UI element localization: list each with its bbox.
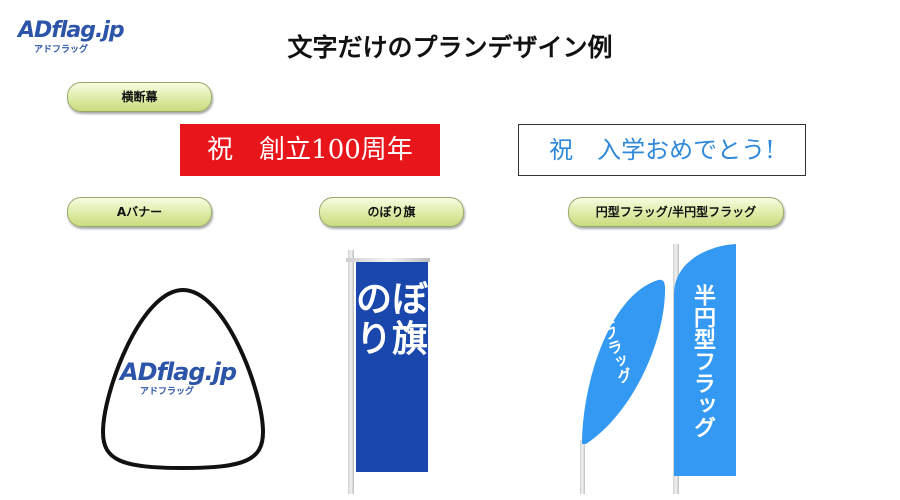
white-horizontal-banner: 祝 入学おめでとう!: [518, 124, 806, 176]
section-label-nobori: のぼり旗: [319, 197, 464, 227]
section-label-round-flag: 円型フラッグ/半円型フラッグ: [568, 197, 784, 227]
logo-main-text: ADflag.jp: [18, 18, 125, 43]
round-flag: [582, 279, 666, 444]
a-banner-frame: [100, 287, 266, 471]
nobori-top-bar: [346, 258, 430, 262]
nobori-pole: [348, 250, 354, 494]
nobori-flag-text: のぼり旗: [356, 279, 429, 360]
a-banner-logo-main: ADflag.jp: [120, 358, 237, 386]
section-label-horizontal-banner: 横断幕: [67, 82, 212, 112]
adflag-logo: ADflag.jp アドフラッグ: [18, 18, 128, 55]
section-label-a-banner: Aバナー: [67, 197, 212, 227]
page-title: 文字だけのプランデザイン例: [287, 33, 613, 62]
red-horizontal-banner: 祝 創立100周年: [180, 124, 440, 176]
nobori-flag: [356, 262, 428, 472]
half-round-flag-text: 半円型フラッグ: [690, 284, 715, 438]
logo-sub-text: アドフラッグ: [34, 45, 89, 55]
a-banner-logo-sub: アドフラッグ: [140, 387, 195, 397]
round-flag-pole: [580, 440, 585, 494]
a-banner-logo: ADflag.jp アドフラッグ: [120, 358, 250, 398]
half-round-flag: [674, 244, 736, 476]
